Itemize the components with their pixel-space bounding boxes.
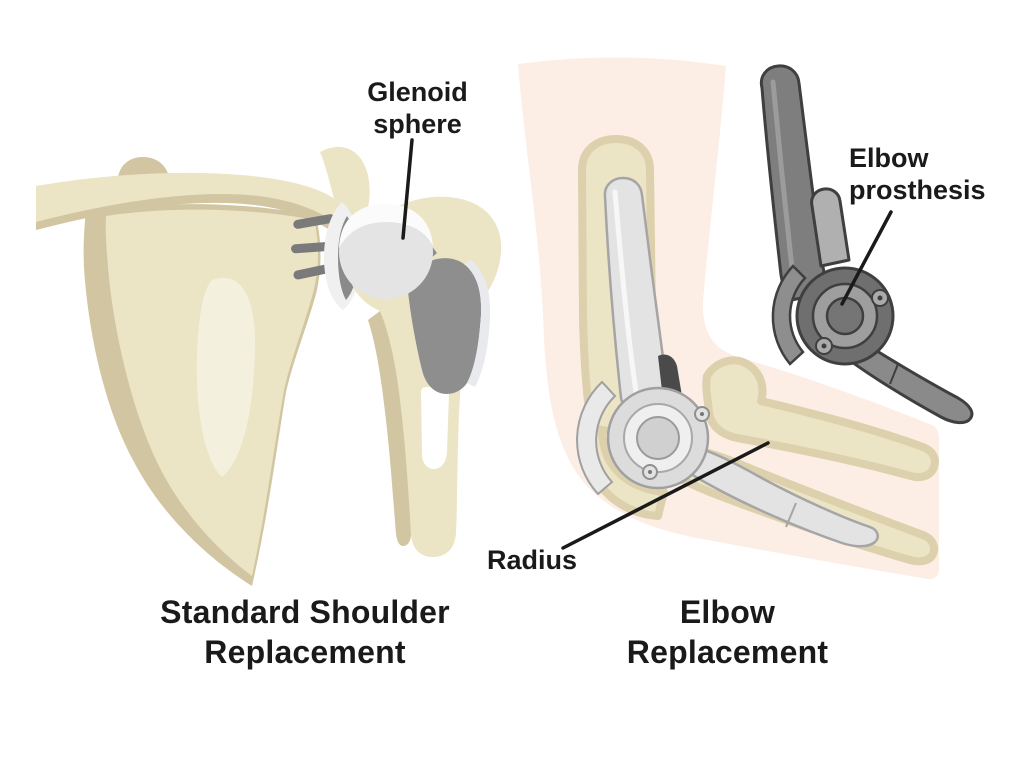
shoulder-illustration — [36, 146, 502, 586]
radius-leader-line — [561, 441, 770, 550]
elbow-caption: Elbow Replacement — [590, 592, 865, 672]
hinge-clamp — [576, 380, 617, 496]
clavicle-bone — [36, 172, 358, 234]
glenoid-sphere-label-line2: sphere — [373, 109, 462, 139]
hinge-screw-lower-dot — [648, 470, 652, 474]
elbow-caption-line2: Replacement — [626, 634, 829, 670]
hinge-screw-upper-dot — [700, 412, 704, 416]
humeral-stem-dark-highlight — [770, 79, 796, 281]
humerus-shaft-shadow — [368, 311, 411, 546]
radius-label-text: Radius — [487, 545, 578, 575]
glenoid-sphere-label: Glenoid sphere — [330, 76, 505, 140]
flange-dark — [810, 187, 851, 268]
ulnar-stem-segment-line — [785, 502, 797, 528]
baseplate-screw-2 — [291, 241, 335, 254]
humeral-stem-dark — [759, 64, 830, 303]
humeral-stem-light — [603, 176, 675, 426]
hinge-dark-screw-lower-dot — [821, 343, 827, 349]
leader-lines — [401, 138, 893, 550]
implant-stem — [407, 258, 482, 394]
hinge-dark-clamp — [771, 264, 807, 366]
shoulder-caption: Standard Shoulder Replacement — [110, 592, 500, 672]
hinge-core — [636, 416, 680, 460]
radius-bone — [702, 356, 939, 482]
hinge-dark-screw-upper-dot — [877, 295, 883, 301]
medullary-canal — [421, 386, 449, 469]
ulnar-stem-dark-segment — [889, 363, 899, 385]
glenoid-sphere — [339, 205, 433, 299]
scapula-highlight — [196, 277, 256, 477]
radius-label: Radius — [487, 544, 577, 576]
baseplate-screw-3 — [293, 263, 335, 280]
humeral-stem-highlight — [612, 189, 639, 395]
shoulder-caption-line2: Replacement — [204, 634, 406, 670]
glenoid-sphere-implant — [339, 204, 433, 299]
hinge-dark-core — [825, 296, 865, 336]
glenoid-sphere-label-line1: Glenoid — [367, 77, 468, 107]
elbow-prosthesis-leader-line — [840, 210, 893, 306]
implant-stem-stripe — [464, 260, 491, 387]
elbow-prosthesis-isolated — [759, 64, 974, 425]
elbow-prosthesis-implanted — [576, 176, 879, 548]
baseplate-screw-1 — [293, 214, 335, 229]
elbow-caption-line1: Elbow — [679, 594, 776, 630]
glenoid-sphere-leader-line — [401, 138, 414, 240]
elbow-prosthesis-label: Elbow prosthesis — [849, 142, 986, 206]
elbow-prosthesis-label-line1: Elbow — [849, 143, 929, 173]
elbow-prosthesis-label-line2: prosthesis — [849, 175, 986, 205]
elbow-illustration — [518, 57, 939, 580]
glenoid-sphere-highlight — [339, 204, 433, 248]
shoulder-caption-line1: Standard Shoulder — [160, 594, 450, 630]
